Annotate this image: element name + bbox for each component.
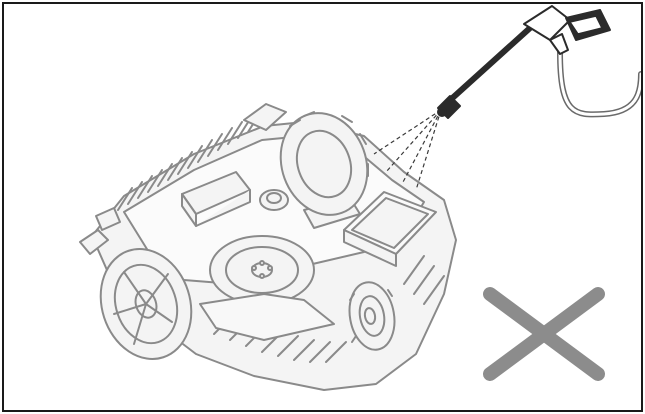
warning-illustration xyxy=(79,5,641,391)
spray-lines xyxy=(373,109,442,191)
pressure-washer-gun-icon xyxy=(437,5,641,119)
cross-mark-icon xyxy=(483,287,605,381)
robotic-lawn-mower-icon xyxy=(79,103,457,391)
